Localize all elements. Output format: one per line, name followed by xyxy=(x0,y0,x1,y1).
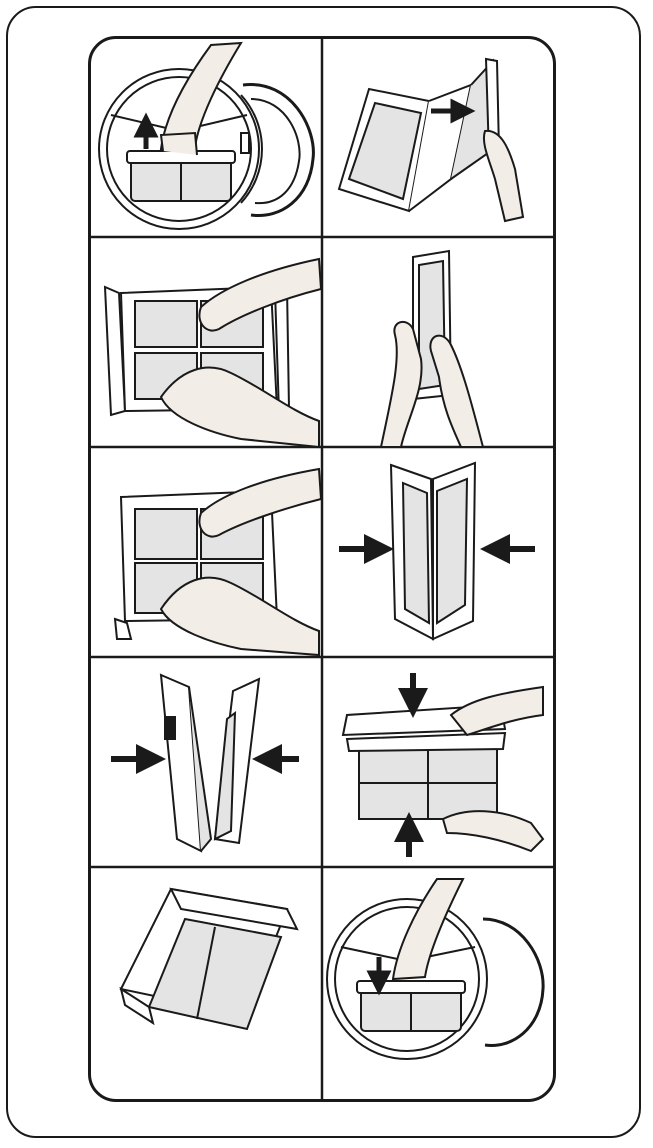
outer-frame xyxy=(6,6,641,1138)
instruction-grid xyxy=(88,36,556,1102)
panel-10-insert-filter-icon xyxy=(326,878,545,1060)
panel-8-assemble-filter-icon xyxy=(341,673,545,857)
panel-7-fold-filter-icon xyxy=(111,673,299,853)
panel-5-clean-filter-icon xyxy=(113,467,323,657)
panel-6-fold-filter-icon xyxy=(339,461,535,641)
panel-9-filter-closed-icon xyxy=(119,887,299,1031)
instruction-grid-svg xyxy=(91,39,553,1099)
panel-4-wipe-frame-icon xyxy=(379,249,485,448)
panel-1-remove-filter-icon xyxy=(98,41,315,230)
panel-2-open-filter-icon xyxy=(337,57,525,223)
panel-3-clean-filter-icon xyxy=(103,257,323,449)
